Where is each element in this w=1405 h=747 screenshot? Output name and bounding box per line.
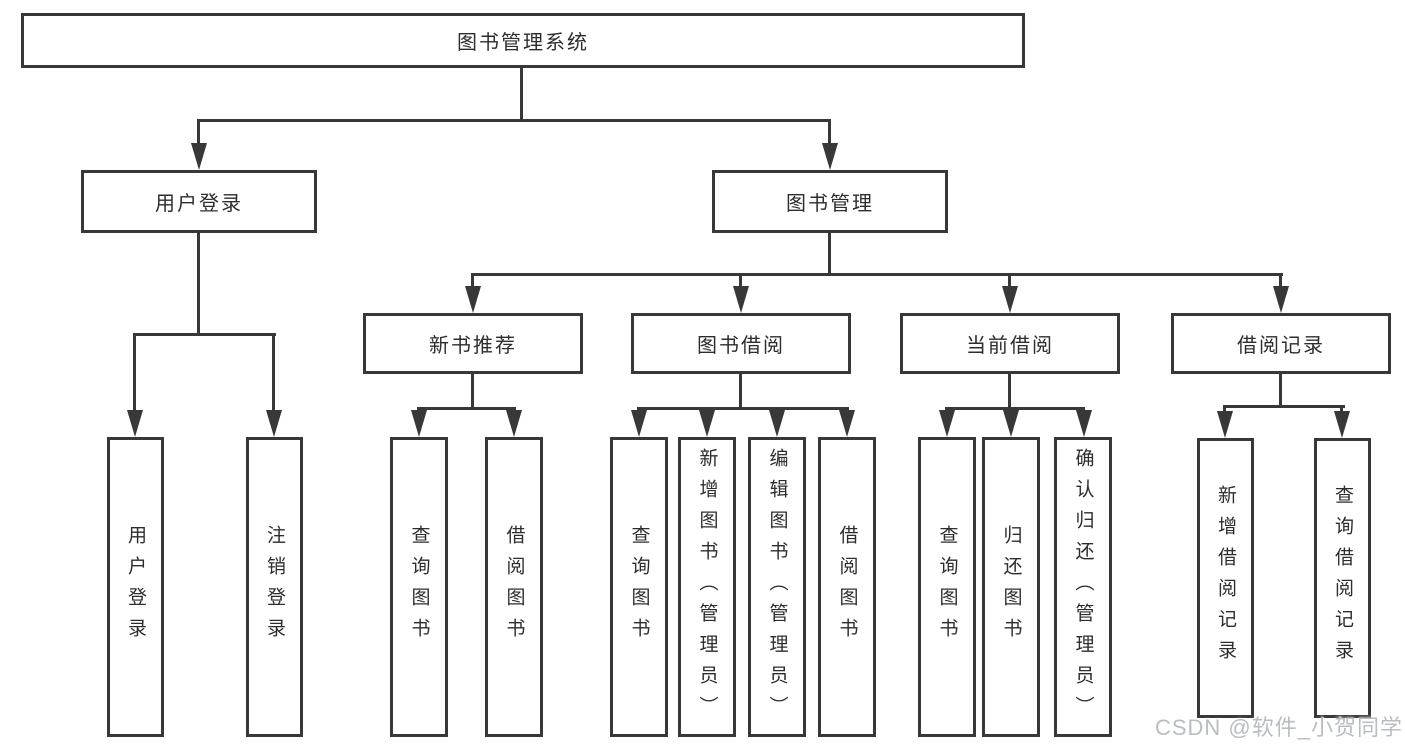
leaf-bb-query-books: 查询图书 — [610, 437, 668, 737]
connector-line — [417, 407, 516, 410]
leaf-bb-borrow-books: 借阅图书 — [818, 437, 876, 737]
leaf-br-add-record: 新增借阅记录 — [1197, 438, 1254, 718]
leaf-user-login: 用户登录 — [107, 437, 164, 737]
connector-line — [1279, 273, 1282, 290]
arrow-down-icon — [1003, 410, 1019, 437]
connector-line — [197, 233, 200, 333]
node-book-management-label: 图书管理 — [786, 193, 874, 215]
connector-line — [1340, 405, 1343, 413]
leaf-nbr-borrow-books: 借阅图书 — [485, 437, 543, 737]
arrow-down-icon — [822, 143, 838, 170]
node-borrow-record: 借阅记录 — [1171, 313, 1391, 374]
leaf-bb-add-books-admin-label: 新增图书（管理员） — [696, 447, 718, 727]
node-book-management: 图书管理 — [712, 170, 948, 233]
connector-line — [272, 333, 275, 413]
csdn-watermark: CSDN @软件_小贺同学 — [1154, 715, 1403, 740]
connector-line — [197, 119, 200, 146]
connector-line — [1279, 374, 1282, 405]
connector-line — [739, 374, 742, 407]
node-current-borrow-label: 当前借阅 — [966, 335, 1054, 357]
arrow-down-icon — [733, 286, 749, 313]
leaf-bb-edit-books-admin-label: 编辑图书（管理员） — [766, 447, 788, 727]
node-root-system: 图书管理系统 — [21, 13, 1025, 68]
leaf-br-add-record-label: 新增借阅记录 — [1215, 485, 1236, 671]
node-user-login: 用户登录 — [81, 170, 317, 233]
connector-line — [1223, 405, 1345, 408]
arrow-down-icon — [1334, 411, 1350, 438]
arrow-down-icon — [839, 410, 855, 437]
leaf-cb-confirm-return-admin-label: 确认归还（管理员） — [1072, 447, 1094, 727]
leaf-nbr-query-books: 查询图书 — [390, 437, 448, 737]
leaf-br-query-record-label: 查询借阅记录 — [1332, 485, 1353, 671]
leaf-cb-return-books: 归还图书 — [982, 437, 1040, 737]
connector-line — [133, 333, 136, 413]
arrow-down-icon — [465, 286, 481, 313]
arrow-down-icon — [1076, 410, 1092, 437]
leaf-bb-edit-books-admin: 编辑图书（管理员） — [748, 437, 806, 737]
arrow-down-icon — [631, 410, 647, 437]
connector-line — [739, 273, 742, 290]
leaf-cb-confirm-return-admin: 确认归还（管理员） — [1054, 437, 1112, 737]
arrow-down-icon — [1217, 411, 1233, 438]
connector-line — [945, 407, 1085, 410]
node-book-borrow: 图书借阅 — [631, 313, 851, 374]
connector-line — [828, 119, 831, 146]
node-new-book-recommend: 新书推荐 — [363, 313, 583, 374]
arrow-down-icon — [1002, 286, 1018, 313]
connector-line — [197, 119, 831, 122]
connector-line — [471, 273, 1283, 276]
leaf-br-query-record: 查询借阅记录 — [1314, 438, 1371, 718]
arrow-down-icon — [1273, 286, 1289, 313]
arrow-down-icon — [699, 410, 715, 437]
connector-line — [133, 333, 276, 336]
leaf-logout-label: 注销登录 — [264, 525, 285, 649]
leaf-user-login-label: 用户登录 — [125, 525, 146, 649]
node-borrow-record-label: 借阅记录 — [1237, 335, 1325, 357]
node-user-login-label: 用户登录 — [155, 193, 243, 215]
connector-line — [1008, 374, 1011, 407]
node-current-borrow: 当前借阅 — [900, 313, 1120, 374]
connector-line — [637, 407, 849, 410]
arrow-down-icon — [191, 143, 207, 170]
leaf-logout: 注销登录 — [246, 437, 303, 737]
node-book-borrow-label: 图书借阅 — [697, 335, 785, 357]
leaf-bb-borrow-books-label: 借阅图书 — [836, 525, 858, 649]
connector-line — [471, 273, 474, 290]
node-new-book-recommend-label: 新书推荐 — [429, 335, 517, 357]
arrow-down-icon — [506, 410, 522, 437]
leaf-cb-query-books: 查询图书 — [918, 437, 976, 737]
arrow-down-icon — [769, 410, 785, 437]
leaf-bb-query-books-label: 查询图书 — [628, 525, 650, 649]
leaf-cb-query-books-label: 查询图书 — [936, 525, 958, 649]
arrow-down-icon — [939, 410, 955, 437]
connector-line — [1008, 273, 1011, 290]
leaf-nbr-borrow-books-label: 借阅图书 — [503, 525, 525, 649]
connector-line — [828, 233, 831, 273]
connector-line — [471, 374, 474, 407]
connector-line — [520, 68, 523, 119]
connector-line — [1223, 405, 1226, 413]
leaf-cb-return-books-label: 归还图书 — [1000, 525, 1022, 649]
arrow-down-icon — [127, 410, 143, 437]
arrow-down-icon — [411, 410, 427, 437]
leaf-nbr-query-books-label: 查询图书 — [408, 525, 430, 649]
leaf-bb-add-books-admin: 新增图书（管理员） — [678, 437, 736, 737]
arrow-down-icon — [266, 410, 282, 437]
node-root-label: 图书管理系统 — [457, 32, 589, 54]
